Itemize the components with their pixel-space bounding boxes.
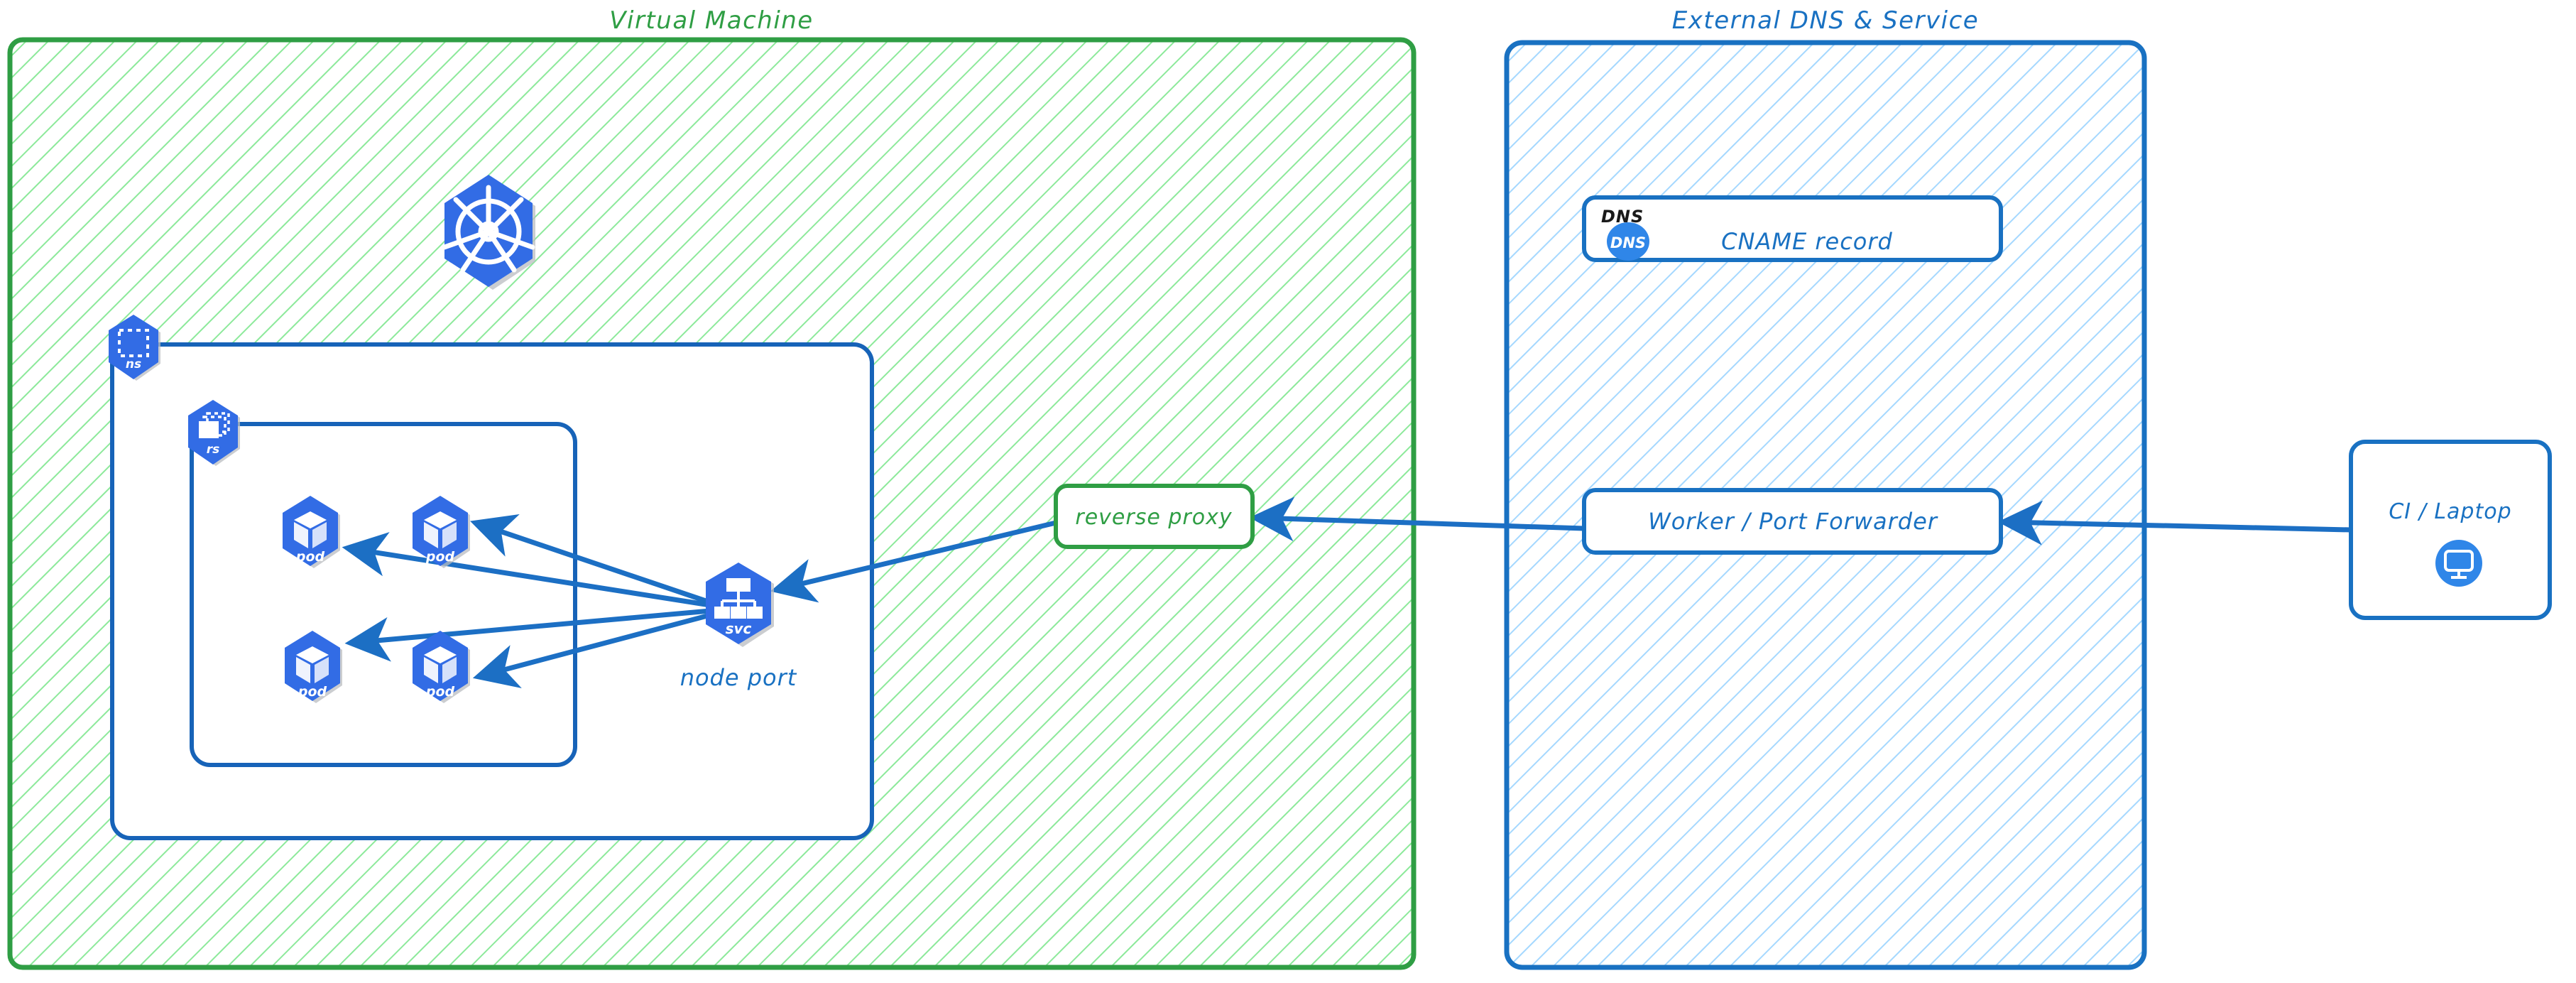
cname-record-label: CNAME record [1721,228,1893,255]
edge-svc-to-pod-1 [342,532,711,608]
edge-svc-to-pod-4 [472,612,711,688]
dns-icon-caption: DNS [1610,234,1646,251]
node-port-label: node port [680,664,797,691]
reverse-proxy-label: reverse proxy [1075,505,1232,530]
3d-cube-icon [294,511,327,548]
3d-cube-icon [296,646,329,683]
namespace-badge-caption: ns [126,357,141,371]
replicaset-box [190,422,577,767]
group-external-dns-service: External DNS & Service [1504,6,2147,970]
3d-cube-icon [424,511,457,548]
replicaset-badge-icon: rs [188,400,240,466]
worker-port-forwarder-frame[interactable] [1582,488,2003,555]
edge-group-service-to-pods [342,514,711,688]
ci-laptop-frame[interactable] [2349,440,2552,620]
ci-laptop-label: CI / Laptop [2389,499,2511,524]
edge-svc-to-pod-2 [470,514,711,605]
kubernetes-logo-icon [442,175,535,290]
hierarchy-tree-icon [714,578,763,619]
ci-laptop-box[interactable]: CI / Laptop [2349,440,2552,620]
worker-port-forwarder-box[interactable]: Worker / Port Forwarder [1582,488,2003,555]
service-node: svc [706,563,774,647]
reverse-proxy-frame[interactable] [1054,484,1255,549]
edge-reverse-proxy-to-svc [770,520,1057,603]
pod-4: pod [413,631,470,703]
3d-cube-icon [424,646,457,683]
service-node-caption: svc [726,620,752,637]
edge-ci-laptop-to-worker [1997,500,2352,545]
pod-3-caption: pod [298,684,327,700]
external-dns-service-title: External DNS & Service [1672,6,1979,35]
pod-2: pod [413,496,470,568]
dns-circle-icon: DNS [1607,222,1649,261]
reverse-proxy-box[interactable]: reverse proxy [1054,484,1255,549]
pod-1: pod [283,496,340,568]
edge-worker-to-reverse-proxy [1249,496,1585,542]
desktop-monitor-icon [2435,540,2482,587]
pod-2-caption: pod [425,549,455,565]
edge-svc-to-pod-3 [344,608,711,662]
pod-4-caption: pod [425,684,455,700]
replicaset-badge-caption: rs [207,442,220,457]
virtual-machine-title: Virtual Machine [609,6,813,35]
dns-cname-record-box[interactable]: DNS DNS CNAME record [1582,195,2003,262]
dns-cname-record-frame[interactable] [1582,195,2003,262]
pod-3: pod [285,631,342,703]
pod-1-caption: pod [295,549,325,565]
worker-port-forwarder-label: Worker / Port Forwarder [1648,508,1938,535]
namespace-badge-icon: ns [109,315,160,381]
